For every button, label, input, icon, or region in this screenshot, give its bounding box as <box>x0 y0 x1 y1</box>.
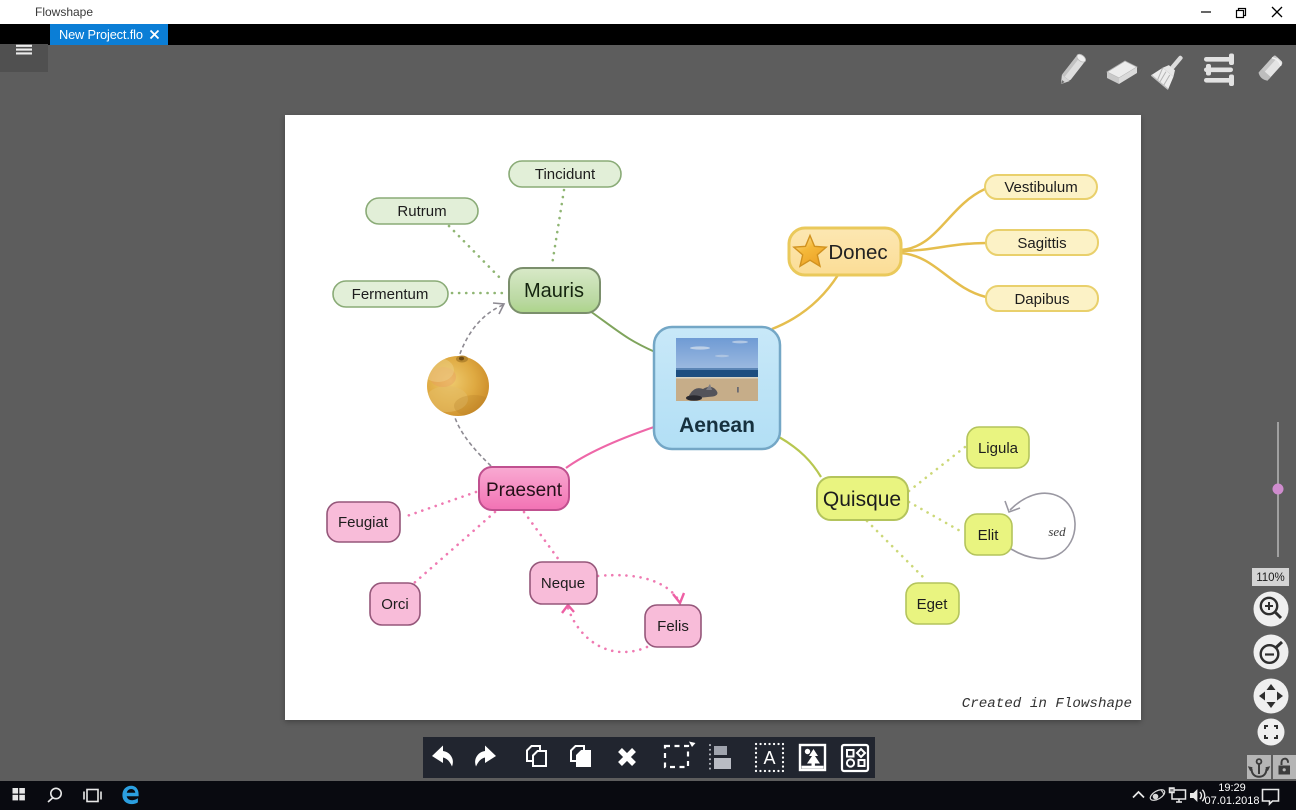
svg-text:Sagittis: Sagittis <box>1017 235 1066 252</box>
svg-text:Ligula: Ligula <box>978 440 1019 457</box>
svg-text:Elit: Elit <box>978 527 1000 544</box>
svg-text:Feugiat: Feugiat <box>338 514 389 531</box>
svg-text:Donec: Donec <box>828 241 887 264</box>
svg-text:Fermentum: Fermentum <box>352 286 429 303</box>
svg-text:Aenean: Aenean <box>679 414 755 437</box>
svg-text:Neque: Neque <box>541 575 585 592</box>
svg-text:Tincidunt: Tincidunt <box>535 166 596 183</box>
svg-text:Mauris: Mauris <box>524 280 584 302</box>
svg-text:Eget: Eget <box>917 596 949 613</box>
svg-text:Dapibus: Dapibus <box>1014 291 1069 308</box>
svg-text:Felis: Felis <box>657 618 689 635</box>
svg-text:110%: 110% <box>1256 572 1285 584</box>
svg-text:Orci: Orci <box>381 596 409 613</box>
svg-text:Praesent: Praesent <box>486 480 563 501</box>
svg-text:Quisque: Quisque <box>823 488 901 511</box>
svg-text:sed: sed <box>1048 524 1066 539</box>
svg-text:Vestibulum: Vestibulum <box>1004 179 1077 196</box>
svg-text:A: A <box>763 748 775 768</box>
svg-text:Rutrum: Rutrum <box>397 203 446 220</box>
